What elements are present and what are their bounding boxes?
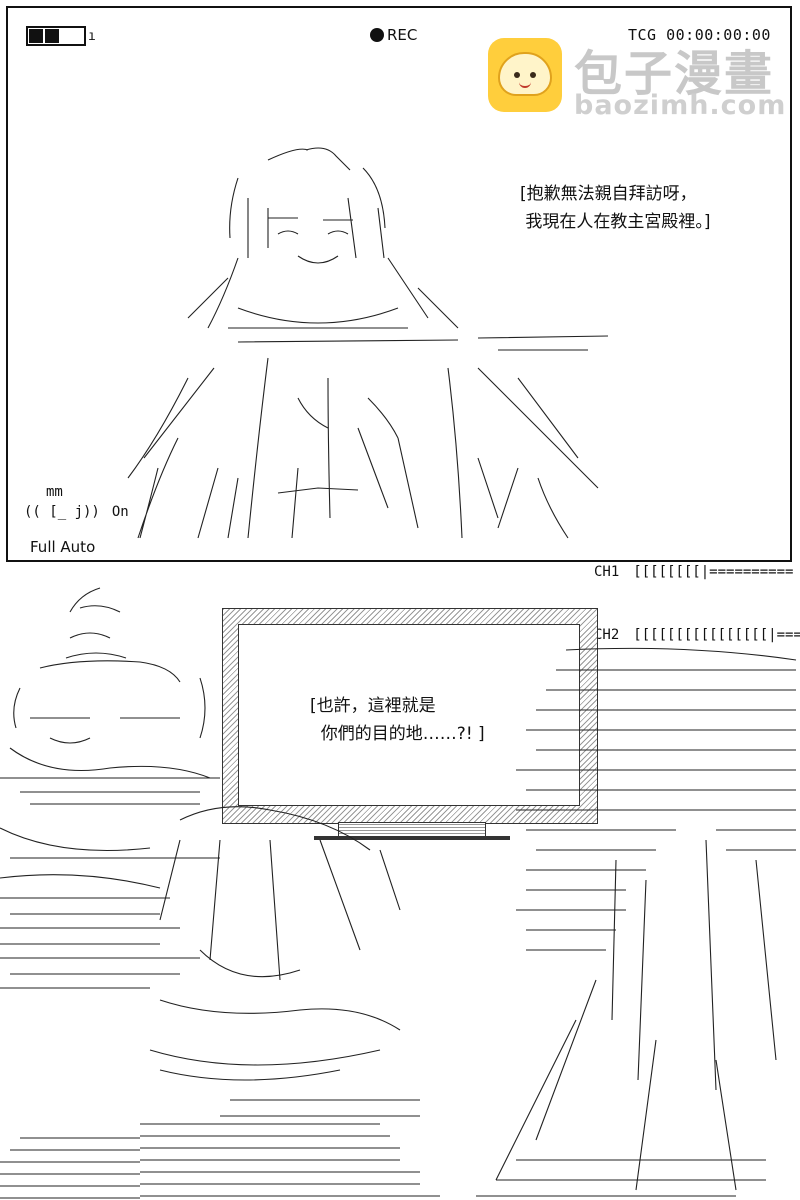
speech-bubble-2: [也許，這裡就是 你們的目的地……?! ]	[310, 696, 485, 744]
character-figure-right	[476, 647, 797, 1197]
channel-row: CH1 [[[[[[[[|==========	[594, 562, 800, 583]
battery-indicator: ı	[26, 26, 96, 46]
battery-cell	[29, 29, 43, 43]
mic-state: On	[111, 504, 129, 520]
monitor-base	[314, 836, 510, 840]
character-figure-center	[149, 806, 420, 1117]
rec-label: REC	[387, 26, 418, 44]
timecode: TCG 00:00:00:00	[628, 26, 771, 44]
monitor-screen	[238, 624, 580, 806]
mic-icon: (( [_ j))	[24, 504, 100, 520]
watermark: 包子漫畫 baozimh.com	[488, 38, 785, 124]
watermark-domain: baozimh.com	[574, 90, 787, 121]
channel-row: CH2 [[[[[[[[[[[[[[[[|=====	[594, 625, 800, 646]
mic-indicator: mm (( [_ j)) On	[24, 482, 129, 522]
speech-bubble-1: [抱歉無法親自拜訪呀， 我現在人在教主宮殿裡。]	[520, 184, 711, 232]
battery-empty	[61, 29, 83, 43]
channel-meter: [[[[[[[[|==========	[633, 564, 794, 580]
rec-indicator: REC	[370, 26, 417, 44]
character-figure-1	[127, 147, 609, 539]
watermark-title: 包子漫畫	[574, 46, 775, 102]
battery-tail: ı	[88, 28, 96, 44]
mic-label: mm	[46, 484, 63, 500]
channel-label: CH2	[594, 627, 620, 643]
audio-channels: CH1 [[[[[[[[|========== CH2 [[[[[[[[[[[[…	[594, 520, 800, 688]
viewfinder-panel: ı REC TCG 00:00:00:00 包子漫畫 baozimh.com […	[6, 6, 800, 643]
desk-illustration	[0, 1123, 440, 1199]
record-dot-icon	[370, 28, 384, 42]
channel-meter: [[[[[[[[[[[[[[[[|=====	[633, 627, 800, 643]
character-figure-left	[0, 587, 220, 989]
shooting-mode: Full Auto	[30, 538, 96, 556]
channel-label: CH1	[594, 564, 620, 580]
battery-cell	[45, 29, 59, 43]
bun-logo-icon	[488, 38, 562, 112]
monitor-illustration	[222, 608, 598, 840]
